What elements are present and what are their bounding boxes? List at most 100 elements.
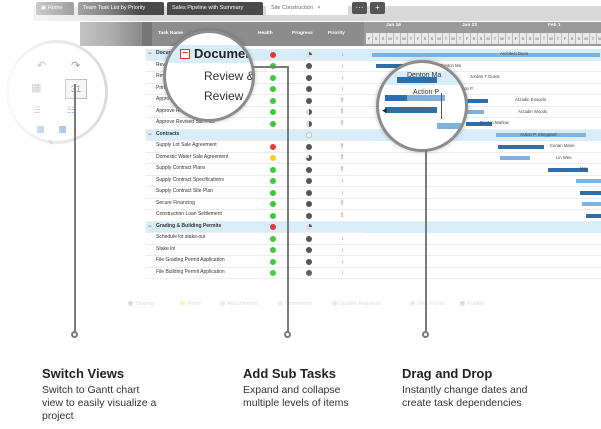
task-name: Stake lot — [156, 245, 176, 252]
gantt-bar[interactable] — [580, 190, 601, 195]
gantt-bar-label: Jordan T Guest — [470, 74, 500, 79]
health-indicator-icon — [270, 258, 276, 265]
web-forms-button[interactable]: Web Forms — [410, 301, 445, 307]
alerts-button[interactable]: Alerts — [180, 301, 201, 307]
gantt-bar-label: Arzadin Woods — [518, 108, 548, 114]
gantt-day-label: T — [541, 33, 548, 44]
priority-low-icon: ↓ — [341, 270, 344, 276]
gantt-day-label: T — [457, 33, 464, 44]
health-indicator-icon — [270, 120, 276, 127]
publish-button[interactable]: Publish — [460, 301, 485, 307]
collapse-icon[interactable]: − — [148, 51, 152, 57]
progress-harvey-ball-icon — [306, 189, 312, 196]
add-tab-button[interactable]: + — [370, 2, 385, 14]
comments-button[interactable]: Comments — [278, 301, 312, 307]
progress-harvey-ball-icon — [306, 143, 312, 150]
health-indicator-icon — [270, 109, 276, 115]
collapse-icon[interactable]: − — [148, 131, 152, 138]
sub-tasks-magnifier: − Document Review & Review — [163, 30, 255, 122]
tab-site-construction[interactable]: Site Construction × — [266, 2, 348, 15]
gantt-bar-label: Lin Wee — [556, 154, 572, 160]
magnified-bar-1[interactable] — [397, 77, 437, 83]
connector-switch-views — [74, 84, 76, 334]
health-indicator-icon — [270, 143, 276, 150]
collapse-icon[interactable]: − — [148, 223, 152, 230]
connector-sub-tasks-h — [253, 66, 289, 68]
gantt-day-label: S — [373, 33, 380, 44]
magnified-bar-2[interactable] — [385, 95, 445, 101]
tab-team-task-list[interactable]: Team Task List by Priority — [78, 2, 164, 15]
bottom-toolbar: Sharing Alerts Attachments Comments Upda… — [128, 297, 528, 313]
drag-drop-magnifier: Denton Ma Action P ◂ — [376, 60, 468, 152]
feature-title-switch-views: Switch Views — [42, 366, 125, 381]
view-switcher-panel: ↶ ↷ ▦ 31 ☰ ☷ — [6, 40, 108, 144]
magnified-subtask-2: Review — [204, 89, 244, 103]
column-header-progress[interactable]: Progress — [292, 31, 313, 36]
health-indicator-icon — [270, 247, 276, 253]
grid-view-icon[interactable]: ▦ — [31, 82, 42, 94]
attachments-button[interactable]: Attachments — [220, 301, 258, 307]
priority-low-icon: ↓ — [341, 63, 344, 69]
priority-high-icon: ! — [341, 212, 343, 219]
progress-harvey-ball-icon — [306, 201, 312, 207]
update-requests-button[interactable]: Update Requests — [332, 301, 382, 307]
home-icon: ▣ — [41, 5, 48, 11]
connector-drag-drop — [425, 150, 427, 334]
gantt-bar-label: Arzadin Ensuels — [515, 97, 547, 102]
feature-title-sub-tasks: Add Sub Tasks — [243, 366, 336, 381]
progress-harvey-ball-icon — [306, 178, 312, 184]
progress-harvey-ball-icon — [306, 51, 312, 58]
gantt-bar[interactable] — [576, 179, 601, 183]
health-indicator-icon — [270, 86, 276, 92]
health-indicator-icon — [270, 189, 276, 196]
sharing-button[interactable]: Sharing — [128, 301, 154, 307]
tab-sales-pipeline[interactable]: Sales Pipeline with Summary — [167, 2, 263, 15]
more-tabs-button[interactable]: ··· — [352, 2, 367, 14]
calendar-view-icon[interactable]: 31 — [65, 79, 87, 99]
publish-icon — [460, 301, 465, 307]
progress-harvey-ball-icon — [306, 270, 312, 276]
column-header-priority[interactable]: Priority — [328, 31, 345, 36]
drag-cursor-icon: ◂ — [382, 105, 387, 115]
task-name: Grading & Building Permits — [156, 222, 222, 229]
priority-high-icon: ! — [341, 155, 343, 161]
redo-icon[interactable]: ↷ — [71, 60, 81, 72]
home-tab[interactable]: ▣ Home — [36, 2, 74, 15]
gantt-bar[interactable] — [582, 202, 601, 206]
gantt-day-label: M — [583, 33, 590, 44]
close-icon[interactable]: × — [317, 5, 321, 11]
gantt-day-label: S — [478, 33, 485, 44]
magnified-bar-2-progress — [385, 95, 407, 101]
collapse-toggle-icon[interactable]: − — [180, 49, 190, 59]
gantt-bar[interactable] — [372, 52, 600, 57]
health-indicator-icon — [270, 166, 276, 173]
gantt-bar[interactable] — [498, 144, 544, 149]
health-indicator-icon — [270, 155, 276, 161]
gantt-day-label: S — [471, 33, 478, 44]
gantt-day-label: S — [380, 33, 387, 44]
priority-high-icon: ! — [341, 143, 343, 150]
gantt-bar[interactable] — [586, 213, 601, 218]
magnified-bar-4[interactable] — [437, 123, 465, 129]
gantt-day-label: T — [394, 33, 401, 44]
sharing-icon — [128, 301, 133, 307]
magnified-bar-3[interactable] — [385, 107, 437, 113]
gantt-day-label: F — [366, 33, 373, 44]
magnified-bar-label-1: Denton Ma — [407, 72, 442, 79]
outdent-icon[interactable] — [59, 126, 66, 133]
gantt-day-label: T — [443, 33, 450, 44]
gantt-view-icon[interactable]: ☰ — [33, 105, 42, 115]
column-header-health[interactable]: Health — [258, 31, 273, 36]
undo-icon[interactable]: ↶ — [37, 60, 47, 72]
progress-harvey-ball-icon — [306, 155, 312, 161]
gantt-bar[interactable] — [500, 156, 530, 160]
gantt-day-label: S — [429, 33, 436, 44]
priority-low-icon: ↓ — [341, 74, 344, 81]
priority-low-icon: ↓ — [341, 258, 344, 265]
dependency-arrow-vertical — [441, 93, 442, 119]
format-icon[interactable]: ✎ — [48, 140, 54, 147]
indent-icon[interactable] — [37, 126, 44, 133]
progress-harvey-ball-icon — [306, 120, 312, 127]
